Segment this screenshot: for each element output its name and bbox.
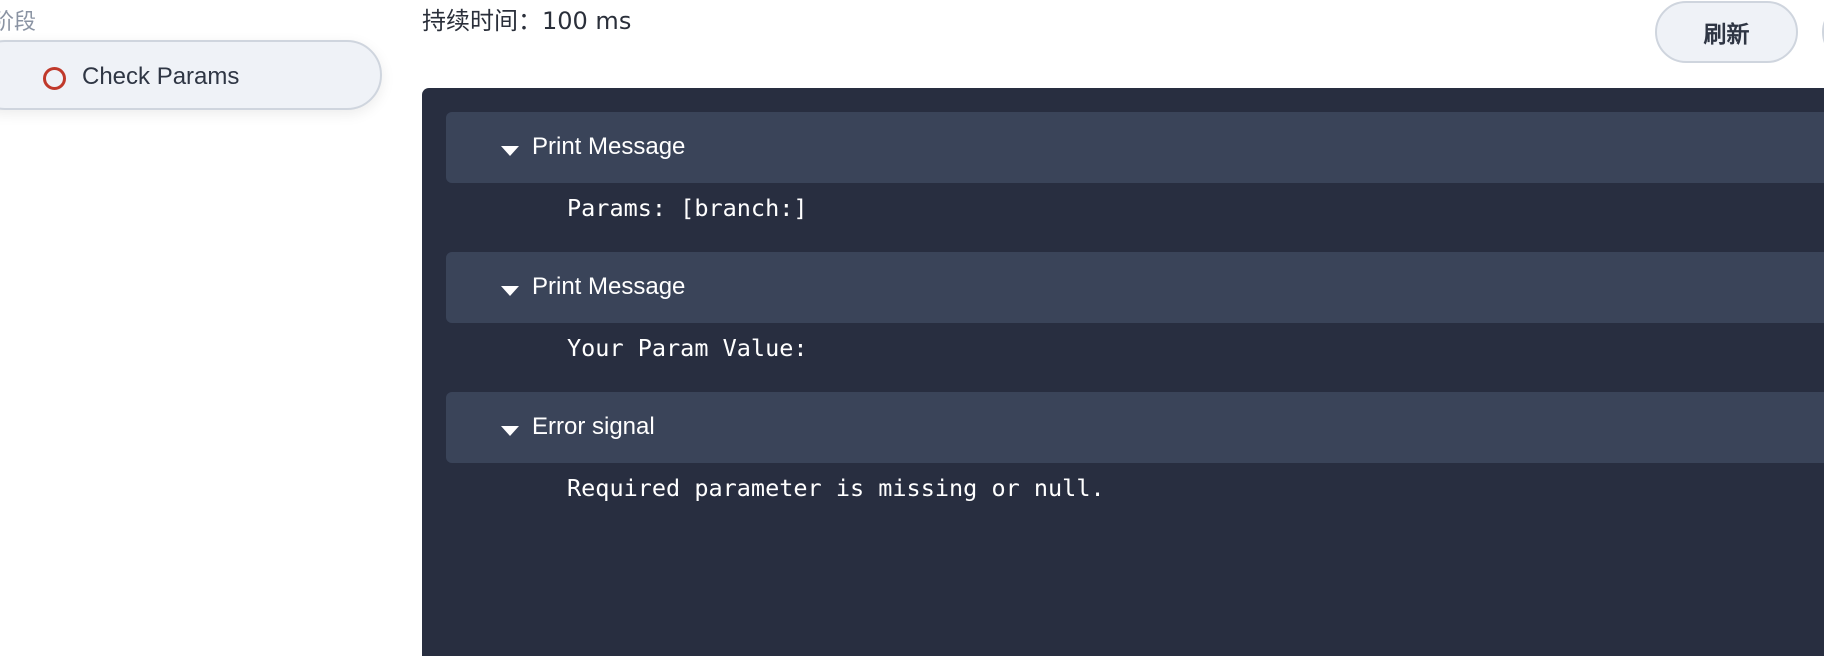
- stage-name: Check Params: [82, 63, 240, 90]
- log-output: Your Param Value:: [567, 334, 808, 362]
- log-section: Print Message Your Param Value:: [446, 252, 1824, 362]
- log-output: Required parameter is missing or null.: [567, 474, 1105, 502]
- log-section-header[interactable]: Print Message: [446, 252, 1824, 323]
- log-section: Error signal Required parameter is missi…: [446, 392, 1824, 502]
- stages-section-label: 阶段: [0, 10, 37, 35]
- log-panel: Print Message Params: [branch:] Print Me…: [422, 88, 1824, 656]
- log-section-title: Print Message: [532, 133, 686, 160]
- caret-down-icon[interactable]: [501, 286, 519, 296]
- caret-down-icon[interactable]: [501, 146, 519, 156]
- duration-text: 持续时间：100 ms: [422, 7, 632, 35]
- log-section-header[interactable]: Print Message: [446, 112, 1824, 183]
- log-section: Print Message Params: [branch:]: [446, 112, 1824, 222]
- log-section-header[interactable]: Error signal: [446, 392, 1824, 463]
- log-section-title: Error signal: [532, 413, 655, 440]
- log-output: Params: [branch:]: [567, 194, 808, 222]
- caret-down-icon[interactable]: [501, 426, 519, 436]
- log-section-title: Print Message: [532, 273, 686, 300]
- refresh-button[interactable]: 刷新: [1655, 1, 1798, 63]
- failed-status-icon: [43, 67, 66, 90]
